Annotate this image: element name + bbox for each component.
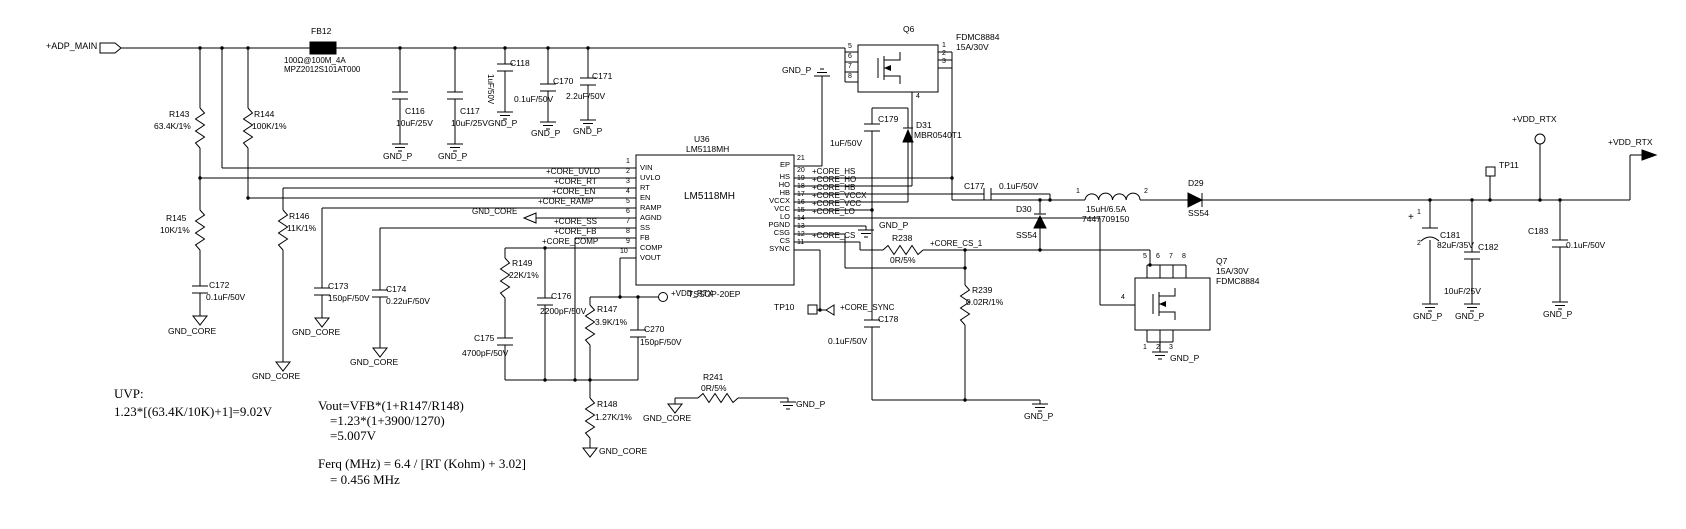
capacitor-c178 bbox=[863, 319, 881, 328]
capacitor-c116 bbox=[391, 91, 409, 100]
q7-mosfet-body bbox=[1134, 277, 1211, 331]
resistor-r239 bbox=[960, 284, 970, 326]
capacitor-c175 bbox=[496, 337, 514, 346]
capacitor-c174 bbox=[371, 289, 389, 298]
q6-mosfet-body bbox=[857, 44, 939, 93]
d31-diode bbox=[902, 127, 914, 143]
capacitor-c182 bbox=[1463, 251, 1481, 260]
agnd-net-flag bbox=[522, 212, 537, 224]
resistor-r241 bbox=[697, 393, 739, 403]
capacitor-c173 bbox=[313, 287, 331, 296]
tp10-testpoint bbox=[807, 304, 818, 315]
capacitor-c183 bbox=[1551, 239, 1569, 248]
vdd-rtx-port-top bbox=[1534, 133, 1546, 145]
junction-dots bbox=[198, 46, 1562, 402]
capacitor-c171 bbox=[579, 77, 597, 86]
resistor-r148 bbox=[585, 397, 595, 439]
vdd-rtx-port-vout bbox=[658, 292, 668, 302]
wires-left bbox=[121, 47, 858, 448]
tp11-testpoint bbox=[1485, 166, 1496, 177]
resistor-r144 bbox=[243, 107, 253, 149]
resistor-r145 bbox=[195, 209, 205, 251]
resistor-r149 bbox=[500, 257, 510, 299]
resistor-r146 bbox=[278, 209, 288, 251]
gnd-core-symbols bbox=[192, 315, 683, 458]
gnd-p-symbols bbox=[391, 68, 1569, 412]
resistor-r147 bbox=[585, 304, 595, 346]
capacitor-c117 bbox=[446, 91, 464, 100]
capacitor-c270 bbox=[629, 329, 647, 338]
inductor-coil bbox=[1084, 192, 1141, 201]
capacitor-c181-polarized bbox=[1420, 227, 1440, 242]
capacitor-c118 bbox=[496, 63, 514, 72]
d29-diode bbox=[1187, 192, 1204, 208]
capacitor-c172 bbox=[191, 285, 209, 294]
capacitor-c176 bbox=[536, 297, 554, 306]
d30-diode bbox=[1033, 213, 1047, 229]
vdd-rtx-arrow bbox=[1641, 149, 1658, 161]
sync-net-flag bbox=[825, 304, 835, 316]
fb12-ferrite-bead bbox=[309, 41, 337, 55]
u36-ic-body bbox=[635, 154, 795, 286]
capacitor-c170 bbox=[539, 83, 557, 92]
wires-right bbox=[794, 51, 1642, 404]
capacitor-c177 bbox=[983, 188, 992, 200]
adp-main-connector bbox=[99, 42, 122, 54]
resistor-r143 bbox=[195, 107, 205, 149]
capacitor-c179 bbox=[863, 123, 881, 132]
resistor-r238 bbox=[882, 245, 924, 255]
